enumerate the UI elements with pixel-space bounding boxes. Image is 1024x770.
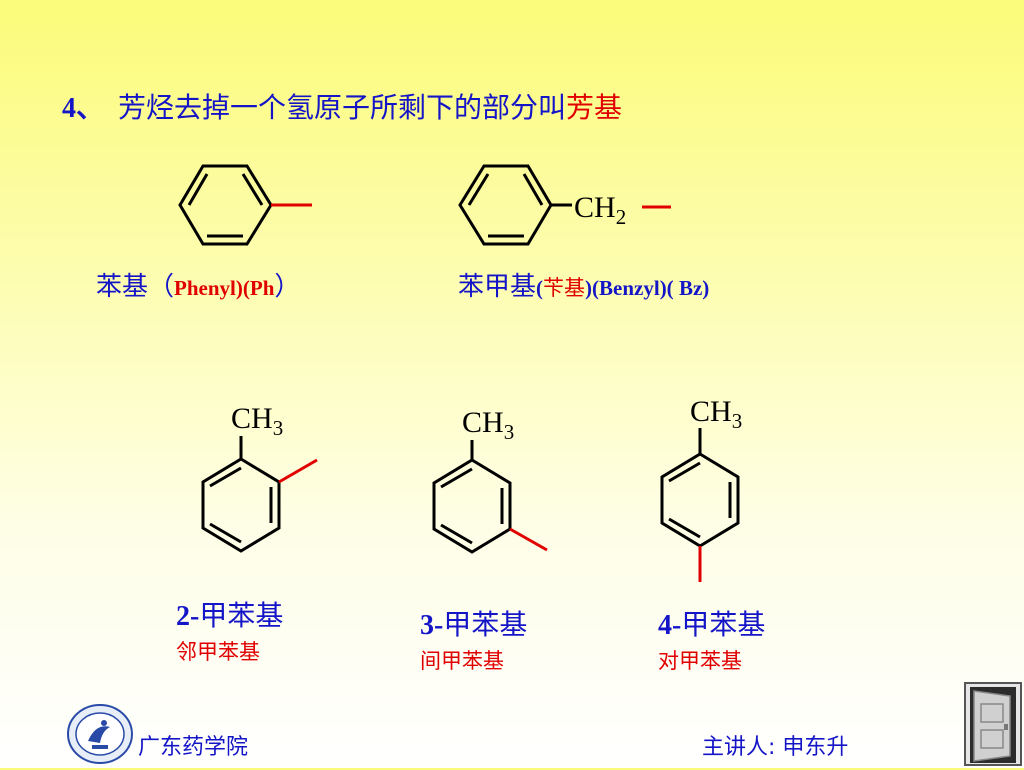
benzyl-structure: CH2 <box>458 164 671 246</box>
benzyl-abbr: Bz <box>678 276 703 300</box>
title-number: 4、 <box>62 93 105 124</box>
footer-lecturer: 主讲人: 申东升 <box>702 735 849 760</box>
para-ring <box>660 452 740 548</box>
benzyl-name-en: Benzyl <box>599 276 660 300</box>
para-ch3-label: CH3 <box>690 395 742 433</box>
title-text: 芳烃去掉一个氢原子所剩下的部分叫 <box>118 91 567 124</box>
meta-double-bond <box>440 523 473 545</box>
ortho-double-bond <box>209 466 242 488</box>
university-seal-icon <box>66 703 134 769</box>
isomer-2-common: 邻甲苯基 <box>176 640 260 664</box>
benzyl-double-bond <box>522 173 544 206</box>
ortho-tolyl-structure: CH3 <box>201 402 318 553</box>
meta-ch3-label: CH3 <box>462 406 514 444</box>
title-highlight: 芳基 <box>566 91 623 124</box>
ortho-double-bond <box>209 522 242 544</box>
benzyl-double-bond <box>467 173 490 206</box>
isomer-3-name: 3-甲苯基 <box>420 608 528 641</box>
phenyl-label-cn: 苯基 <box>96 272 149 302</box>
phenyl-double-bond <box>241 173 264 206</box>
phenyl-structure <box>178 164 312 246</box>
para-tolyl-structure: CH3 <box>660 395 742 582</box>
door-exit-icon <box>964 682 1022 766</box>
phenyl-double-bond <box>187 173 209 206</box>
phenyl-name-en: Phenyl <box>174 276 236 300</box>
benzyl-alt-cn: 苄基 <box>543 276 586 300</box>
footer-school: 广东药学院 <box>138 735 249 760</box>
ortho-ring <box>201 457 281 553</box>
meta-tolyl-structure: CH3 <box>432 406 548 554</box>
isomer-4-name: 4-甲苯基 <box>658 608 766 641</box>
exit-door-button[interactable] <box>964 682 1022 766</box>
slide-title: 4、芳烃去掉一个氢原子所剩下的部分叫芳基 <box>62 86 622 126</box>
isomer-3-common: 间甲苯基 <box>420 649 504 673</box>
ortho-ch3-label: CH3 <box>231 402 283 440</box>
phenyl-ring <box>178 164 273 246</box>
benzyl-label-cn: 苯甲基 <box>458 272 537 302</box>
benzyl-ring <box>458 164 553 246</box>
isomer-2-name: 2-甲苯基 <box>176 599 284 632</box>
isomer-4-common: 对甲苯基 <box>658 649 742 673</box>
ortho-free-bond <box>278 458 318 484</box>
phenyl-abbr: Ph <box>249 276 275 300</box>
benzyl-ch2-label: CH2 <box>574 191 626 229</box>
meta-ring <box>432 458 512 554</box>
meta-double-bond <box>440 467 473 489</box>
meta-free-bond <box>509 527 548 552</box>
benzyl-label: 苯甲基(苄基)(Benzyl)( Bz) <box>458 272 710 302</box>
phenyl-label: 苯基（Phenyl)(Ph） <box>96 272 301 302</box>
para-double-bond <box>668 517 701 539</box>
para-double-bond <box>668 461 701 483</box>
